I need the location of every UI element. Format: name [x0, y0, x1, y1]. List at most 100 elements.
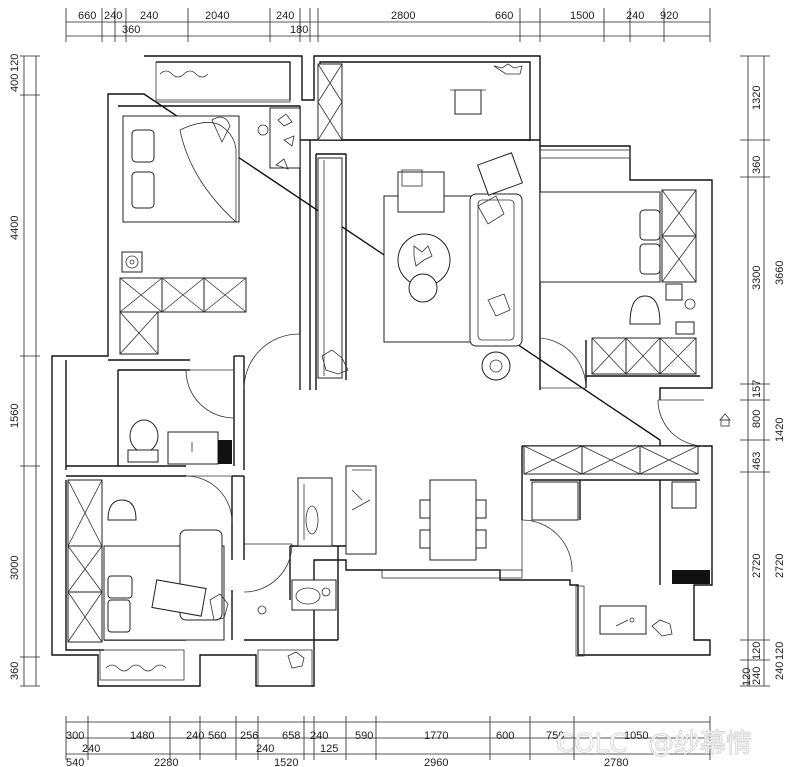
- dim-top-2040: 2040: [205, 10, 229, 22]
- floor-lamp: [481, 351, 511, 381]
- dim-bot2-240: 240: [82, 743, 100, 755]
- plant: [651, 619, 673, 637]
- desk-plant: [257, 107, 301, 170]
- pillow: [107, 575, 133, 599]
- dim-right-157: 157: [751, 380, 763, 398]
- dim-right-1420: 1420: [774, 418, 786, 442]
- dining-area: [419, 479, 487, 561]
- dim-right-1320: 1320: [751, 86, 763, 110]
- dim-right-2720b: 2720: [774, 554, 786, 578]
- dim-bot-300: 300: [66, 730, 84, 742]
- dim-top-240a: 240: [104, 10, 122, 22]
- upper-cabinets: [523, 445, 699, 475]
- dim-top-partial-1: 300: [80, 0, 98, 3]
- dining-table: [429, 479, 477, 561]
- shaft-block: [218, 440, 232, 464]
- dim-left-3000: 3000: [9, 556, 21, 580]
- dim-top-660b: 660: [495, 10, 513, 22]
- dim-top-partial-4: 2000: [607, 0, 631, 3]
- chair: [475, 529, 487, 549]
- chair: [629, 295, 661, 325]
- entrance-icon: [719, 413, 731, 427]
- dim-top-180: 180: [290, 24, 308, 36]
- bathroom-1: [127, 419, 232, 465]
- dim-top-partial-3: 3400: [408, 0, 432, 3]
- side-table: [476, 152, 524, 196]
- pillow: [131, 129, 155, 163]
- dim-bot-240: 240: [186, 730, 204, 742]
- dim-left-360: 360: [9, 662, 21, 680]
- bottom-dimension-chain: 300 1480 240 560 256 658 240 590 1770 60…: [65, 716, 711, 767]
- chair: [454, 89, 482, 115]
- kitchen: [523, 445, 710, 637]
- dim-bot2-240b: 240: [256, 743, 274, 755]
- pillow: [639, 243, 661, 275]
- dim-bot-240b: 240: [310, 730, 328, 742]
- shower-tray: [297, 477, 333, 547]
- ceiling-fixture-icon: [121, 251, 143, 273]
- armchair: [397, 171, 445, 213]
- dim-bot-1770: 1770: [424, 730, 448, 742]
- windows: [99, 61, 631, 687]
- bathroom-2: [257, 465, 377, 669]
- dim-left-4400: 4400: [9, 216, 21, 240]
- fridge: [531, 481, 579, 521]
- dim-top-240d: 240: [626, 10, 644, 22]
- dim-right-240a: 240: [751, 667, 763, 685]
- right-dimension-chain: 1320 360 3660 3300 157 800 463 1420 2720…: [740, 55, 786, 687]
- watermark-brand: COLC: [556, 729, 627, 759]
- dim-top-660a: 660: [78, 10, 96, 22]
- dim-right-800: 800: [751, 410, 763, 428]
- chair: [419, 499, 431, 519]
- dim-bot-590: 590: [355, 730, 373, 742]
- chair: [475, 499, 487, 519]
- dim-right-240b: 240: [774, 662, 786, 680]
- appliance: [671, 481, 697, 509]
- dim-bot2-125: 125: [320, 743, 338, 755]
- dim-bot3-2280: 2280: [154, 757, 178, 767]
- dim-right-120c: 120: [741, 668, 753, 686]
- floor-drain: [287, 651, 305, 669]
- dim-bot-560: 560: [208, 730, 226, 742]
- toilet-tank: [127, 449, 159, 463]
- dim-right-120b: 120: [774, 642, 786, 660]
- plant: [493, 63, 523, 75]
- dim-bot3-540: 540: [66, 757, 84, 767]
- shaft-block: [672, 570, 710, 584]
- sink: [599, 605, 647, 635]
- dim-top-partial-2: 3000: [196, 0, 220, 3]
- dim-left-120: 120: [9, 54, 21, 72]
- dim-bot3-2780: 2780: [604, 757, 628, 767]
- desk-item: [665, 283, 683, 301]
- plant: [209, 593, 229, 621]
- dim-bot-1480: 1480: [130, 730, 154, 742]
- dim-bot-750: 750: [546, 730, 564, 742]
- dim-right-2720a: 2720: [751, 554, 763, 578]
- wardrobe-cabinets: [661, 189, 697, 283]
- dim-right-463: 463: [751, 452, 763, 470]
- dim-right-3660: 3660: [774, 261, 786, 285]
- dim-right-360: 360: [751, 156, 763, 174]
- toilet: [291, 579, 337, 611]
- top-dimension-chain: 300 3000 3400 2000 660 240 240 2040 240 …: [65, 0, 711, 42]
- wardrobe-cabinets: [119, 277, 247, 355]
- master-bedroom: [119, 107, 301, 355]
- dim-top-2800: 2800: [391, 10, 415, 22]
- dim-top-360: 360: [122, 24, 140, 36]
- dim-top-920: 920: [660, 10, 678, 22]
- desk-item: [675, 321, 695, 335]
- dim-bot3-2960: 2960: [424, 757, 448, 767]
- dim-right-3300: 3300: [751, 266, 763, 290]
- living-room: [317, 152, 524, 381]
- watermark-handle: @纱幕情: [648, 729, 752, 759]
- sink-cabinet: [167, 431, 219, 465]
- door-swings: [185, 333, 705, 593]
- third-bedroom: [67, 479, 229, 643]
- second-bedroom: [539, 189, 697, 375]
- storage-cabinet: [317, 63, 343, 141]
- plant: [321, 349, 349, 375]
- folded-sheet: [151, 579, 207, 617]
- bottom-cabinets: [591, 337, 697, 375]
- dim-top-240b: 240: [140, 10, 158, 22]
